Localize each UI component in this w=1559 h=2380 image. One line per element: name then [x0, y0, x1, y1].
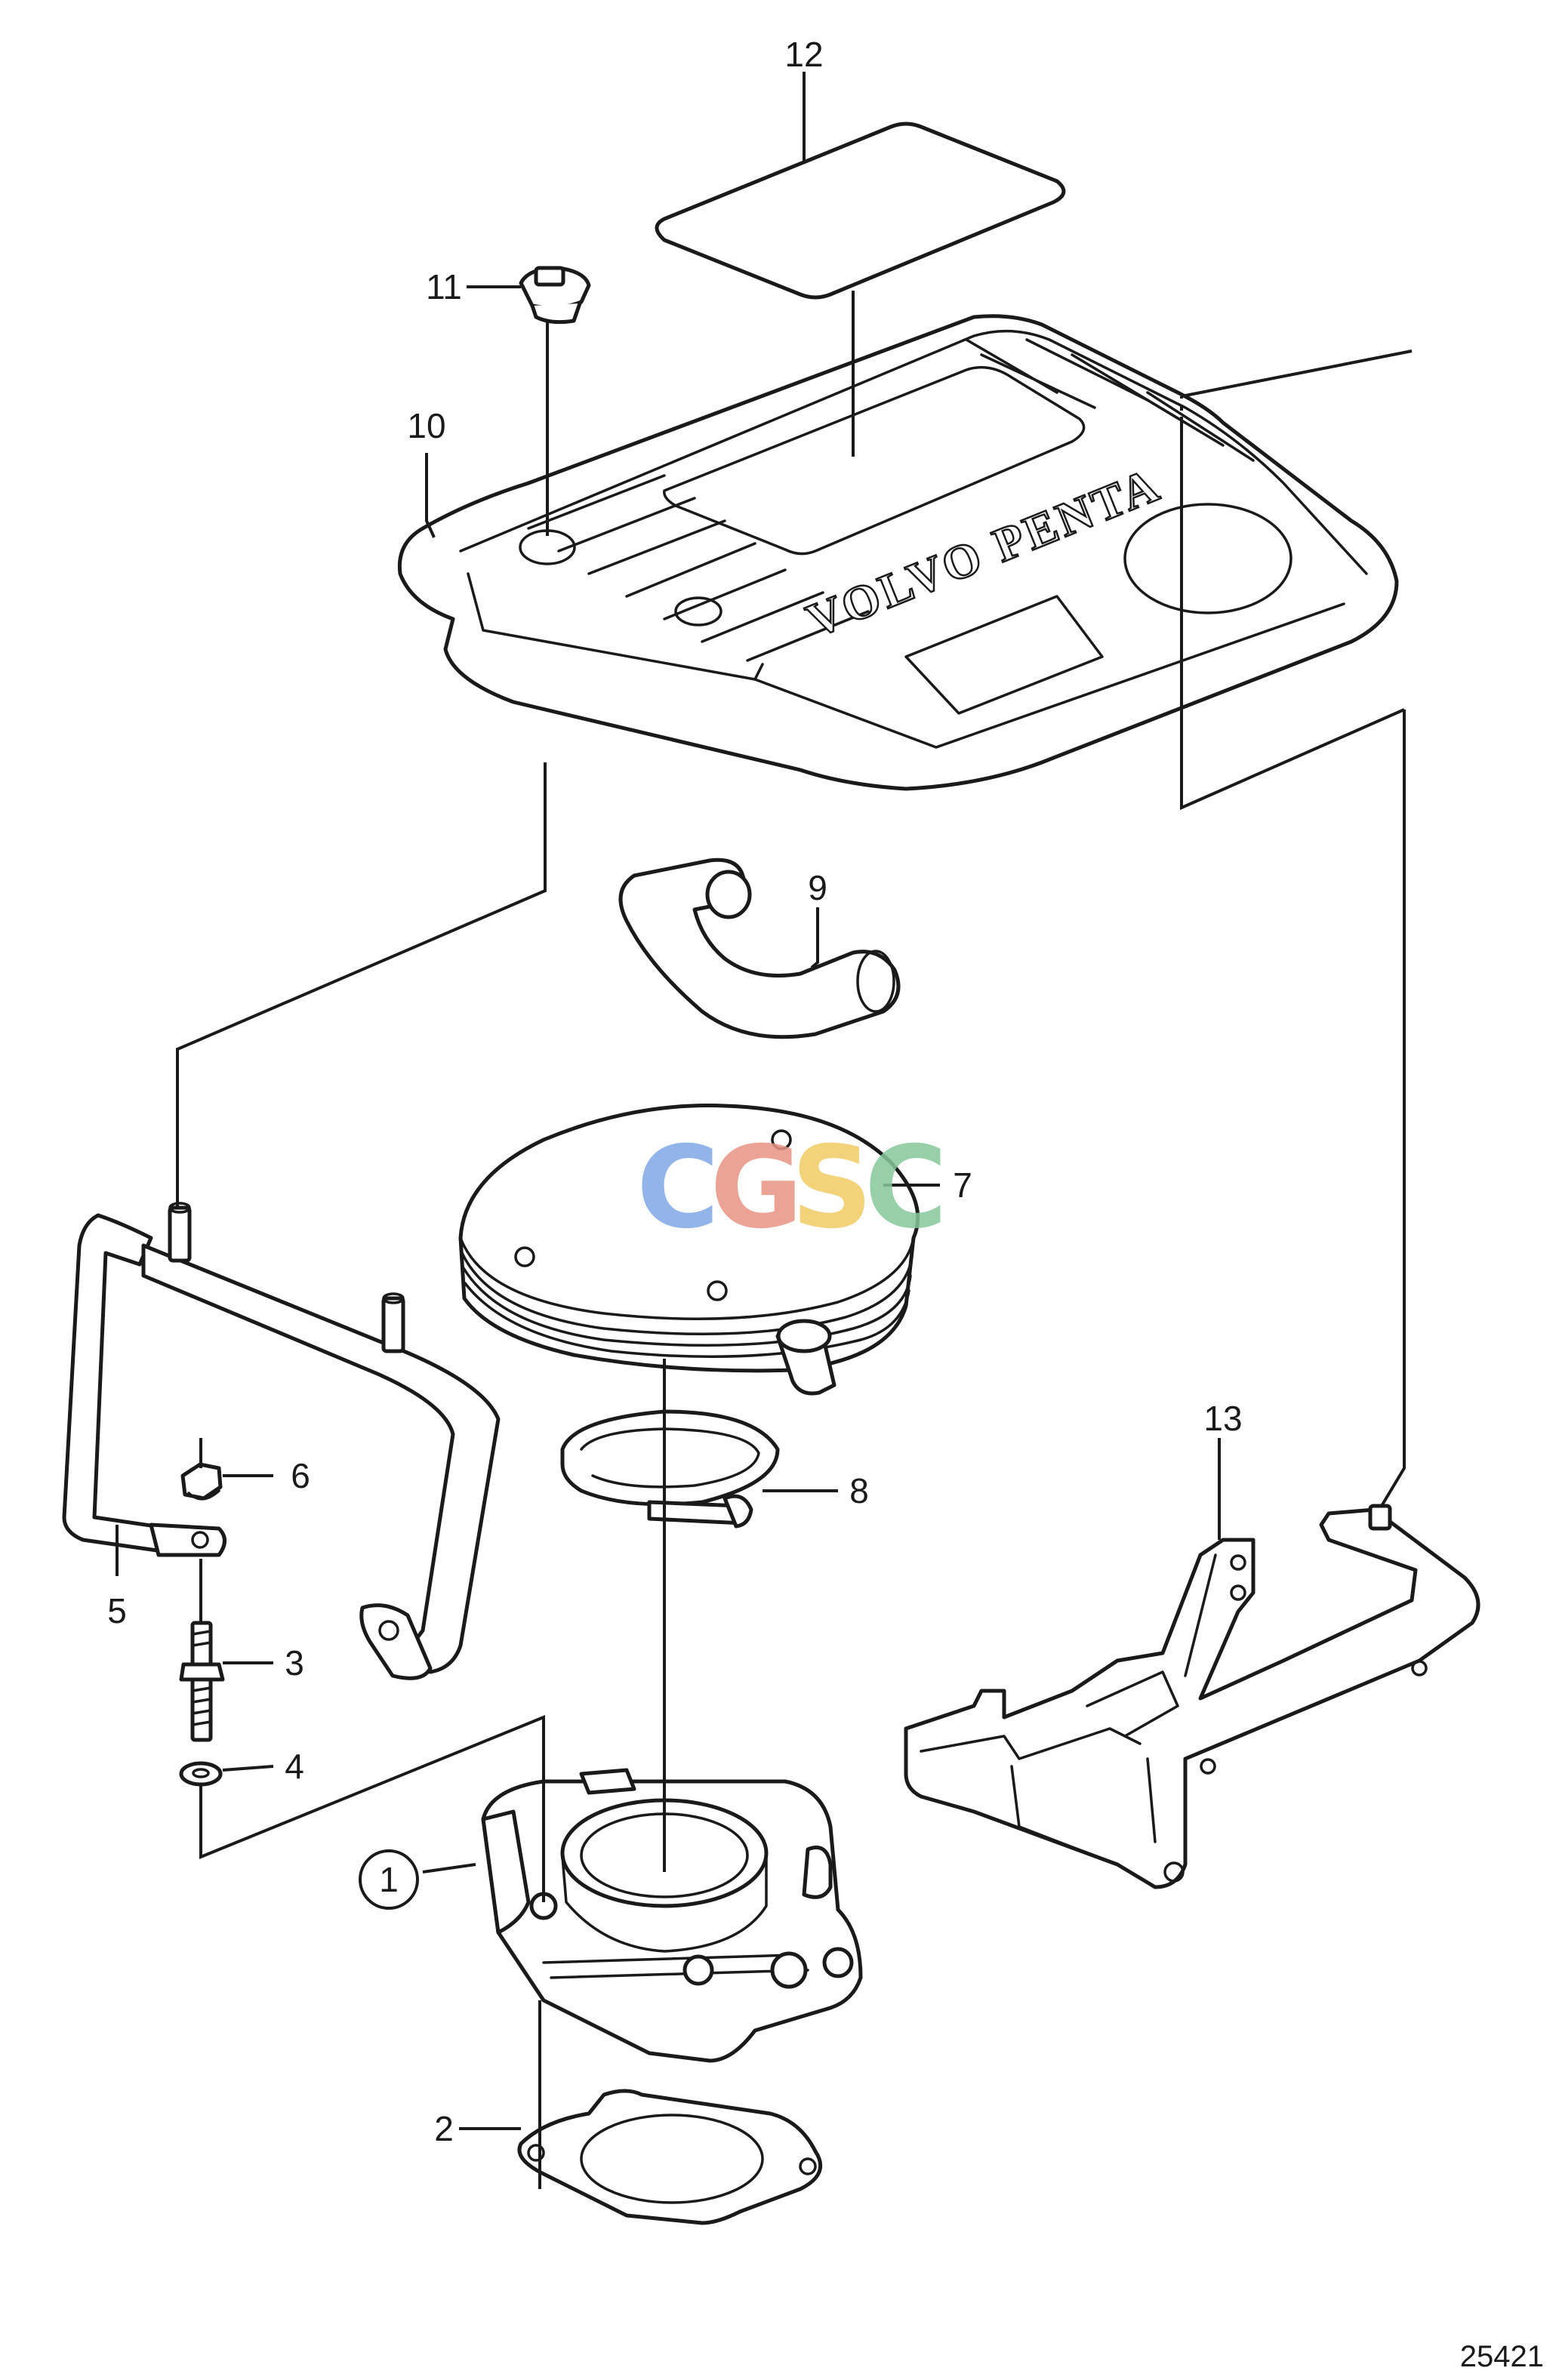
watermark-letter-1: C [636, 1122, 719, 1254]
callout-11: 11 [426, 267, 462, 306]
part-9-hose [618, 857, 901, 1039]
callout-9: 9 [808, 868, 827, 907]
callout-12: 12 [784, 35, 823, 74]
part-3-stud [179, 1621, 225, 1742]
part-5-bracket-rod [62, 1202, 501, 1680]
figure-number: 25421 [1460, 2340, 1544, 2373]
part-6-nut [180, 1462, 223, 1501]
callout-leaders [116, 72, 1221, 2130]
callout-1: 1 [379, 1860, 399, 1899]
part-13-support-bracket [904, 1504, 1480, 1889]
part-11-filler-cap [519, 266, 591, 325]
part-7-canister [458, 1104, 920, 1396]
part-12-label-plate [655, 122, 1066, 300]
part-8-hose-clamp [560, 1409, 780, 1529]
callout-4: 4 [285, 1747, 304, 1786]
callout-1-circle [359, 1849, 419, 1910]
part-4-washer [179, 1761, 223, 1787]
watermark-letter-4: C [864, 1122, 947, 1254]
callout-labels: 12 11 10 9 7 13 6 8 5 3 4 1 2 [107, 35, 1242, 2148]
watermark-logo: C G S C [636, 1122, 947, 1254]
callout-3: 3 [285, 1643, 304, 1683]
part-2-gasket [517, 2089, 823, 2225]
callout-6: 6 [291, 1456, 310, 1495]
part-10-engine-cover: VOLVO PENTA [397, 314, 1399, 791]
watermark-letter-2: G [710, 1122, 803, 1254]
callout-8: 8 [849, 1471, 869, 1510]
watermark-letter-3: S [791, 1122, 873, 1254]
callout-7: 7 [953, 1165, 972, 1205]
callout-5: 5 [107, 1591, 127, 1630]
callout-2: 2 [434, 2109, 454, 2148]
assembly-lines [176, 291, 1413, 2189]
callout-13: 13 [1203, 1399, 1242, 1438]
callout-10: 10 [407, 406, 445, 445]
